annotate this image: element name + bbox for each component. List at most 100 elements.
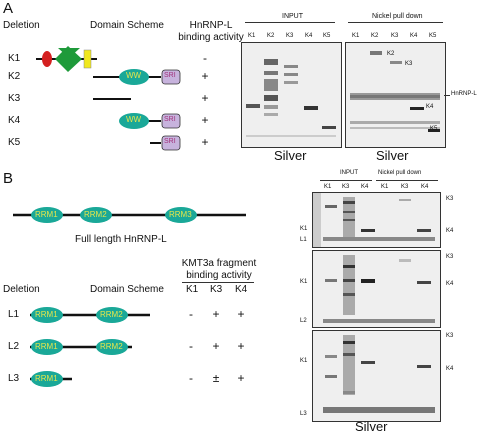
- gel-b-block-l3: [312, 330, 441, 422]
- gel-b-pulldown-title: Nickel pull down: [378, 170, 422, 176]
- binding-k3: +: [201, 91, 209, 105]
- gel-b-input-rule: [320, 180, 372, 181]
- binding-header-line2: binding activity: [178, 32, 244, 43]
- ww-domain: [119, 69, 149, 85]
- gel-pulldown-lane: K2: [371, 33, 379, 39]
- row-label-k4: K4: [8, 115, 21, 126]
- gel-b-block-l1: [312, 192, 441, 248]
- deletion-header-b: Deletion: [3, 284, 40, 295]
- binding-k4: +: [201, 113, 209, 127]
- gel-b-block1-right-k4: K4: [446, 228, 454, 234]
- rrm-domain: [31, 371, 63, 387]
- row-label-k5: K5: [8, 137, 21, 148]
- binding-k2: +: [201, 69, 209, 83]
- l1-rrm1-label: RRM1: [35, 310, 58, 319]
- band-label-k5: K5: [430, 126, 438, 132]
- gel-pulldown-title: Nickel pull down: [372, 13, 423, 20]
- k1-full-length-scheme: [36, 46, 97, 72]
- gel-b-block2-left-k1: K1: [300, 279, 308, 285]
- gel-pulldown-lane: K3: [391, 33, 399, 39]
- kmt3a-binding-header: KMT3a fragment binding activity: [174, 258, 264, 282]
- binding-k5: +: [201, 135, 209, 149]
- gel-input-caption: Silver: [274, 148, 307, 163]
- gel-input-lane: K1: [248, 33, 256, 39]
- gel-b-block1-right-k3: K3: [446, 196, 454, 202]
- green-domain-cap: [58, 48, 80, 58]
- gel-b-pulldown-rule: [376, 180, 438, 181]
- domain-scheme-header: Domain Scheme: [90, 20, 164, 31]
- panel-b-letter: B: [3, 170, 14, 187]
- gel-b-block1-left-k1: K1: [300, 226, 308, 232]
- gel-input-image: [241, 42, 342, 148]
- sri-label-k4: SRI: [164, 116, 176, 123]
- sri-domain: [161, 69, 181, 85]
- l1-binding-k4: +: [237, 307, 245, 321]
- ww-label-k4: WW: [126, 115, 142, 124]
- deletion-header: Deletion: [3, 20, 40, 31]
- band-label-k2: K2: [387, 51, 395, 57]
- l1-binding-k3: +: [212, 307, 220, 321]
- gel-input-title: INPUT: [282, 13, 303, 20]
- ww-label-k2: WW: [126, 71, 142, 80]
- gel-b-input-title: INPUT: [340, 170, 358, 176]
- gel-pulldown-lane: K4: [410, 33, 418, 39]
- l2-binding-k1: -: [189, 339, 193, 353]
- binding-k1: -: [203, 51, 207, 65]
- kmt3a-header-line2: binding activity: [186, 270, 252, 281]
- panel-b-deletion-schemes: [30, 307, 150, 387]
- gel-b-lane: K1: [381, 184, 389, 190]
- l3-binding-k1: -: [189, 371, 193, 385]
- gel-b-block-l2: [312, 250, 441, 328]
- gel-b-block3-left-k1: K1: [300, 358, 308, 364]
- gel-b-lane: K1: [324, 184, 332, 190]
- full-length-label: Full length HnRNP-L: [75, 234, 167, 245]
- l2-rrm1-label: RRM1: [35, 342, 58, 351]
- gel-b-caption: Silver: [355, 419, 388, 434]
- sri-domain: [161, 135, 181, 151]
- sri-domain: [161, 113, 181, 129]
- band-label-k4: K4: [426, 104, 434, 110]
- gel-b-lane: K3: [401, 184, 409, 190]
- ww-domain: [119, 113, 149, 129]
- rrm1-label: RRM1: [35, 210, 58, 219]
- gel-b-block3-left-l3: L3: [300, 411, 307, 417]
- l2-rrm2-label: RRM2: [100, 342, 123, 351]
- row-label-k3: K3: [8, 93, 21, 104]
- sri-label-k5: SRI: [164, 138, 176, 145]
- gel-b-lane: K3: [342, 184, 350, 190]
- gel-pulldown-lane: K1: [352, 33, 360, 39]
- rrm-domain: [31, 307, 63, 323]
- hnrnp-l-side-label: HnRNP-L: [451, 91, 477, 97]
- row-label-l3: L3: [8, 373, 20, 384]
- l3-rrm1-label: RRM1: [35, 374, 58, 383]
- binding-activity-header: HnRNP-L binding activity: [172, 20, 250, 44]
- gel-b-lane: K4: [361, 184, 369, 190]
- kmt3a-header-rule: [182, 282, 254, 283]
- col-k1: K1: [186, 284, 199, 295]
- gel-input-title-rule: [245, 22, 335, 23]
- row-label-k2: K2: [8, 71, 21, 82]
- gel-b-block3-right-k3: K3: [446, 333, 454, 339]
- gel-input-lane: K2: [267, 33, 275, 39]
- band-label-k3: K3: [405, 61, 413, 67]
- l2-binding-k3: +: [212, 339, 220, 353]
- gel-b-block3-right-k4: K4: [446, 366, 454, 372]
- rrm3-label: RRM3: [169, 210, 192, 219]
- green-domain: [55, 46, 82, 72]
- full-length-scheme: [13, 207, 246, 223]
- rrm-domain: [96, 307, 128, 323]
- rrm-domain: [31, 339, 63, 355]
- gel-pulldown-caption: Silver: [376, 148, 409, 163]
- gel-pulldown-lane: K5: [429, 33, 437, 39]
- gel-b-block2-left-l2: L2: [300, 318, 307, 324]
- row-label-k1: K1: [8, 53, 21, 64]
- l2-binding-k4: +: [237, 339, 245, 353]
- panel-a-domain-schemes: [36, 46, 181, 151]
- gel-b-lane: K4: [421, 184, 429, 190]
- sri-label-k2: SRI: [164, 72, 176, 79]
- gel-input-lane: K5: [323, 33, 331, 39]
- rrm-domain: [96, 339, 128, 355]
- gel-pulldown-image: [345, 42, 446, 148]
- l3-binding-k3: ±: [212, 371, 220, 385]
- col-k4: K4: [235, 284, 248, 295]
